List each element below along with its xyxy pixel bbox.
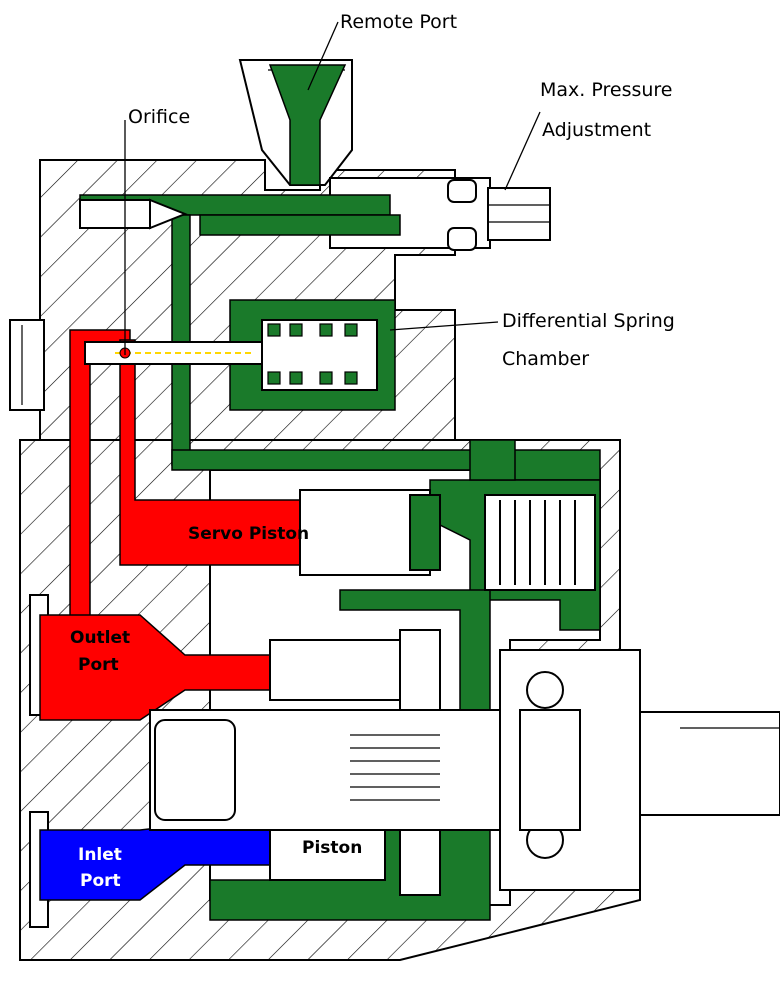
servo-piston [299, 489, 596, 591]
label-max-pressure-2: Adjustment [542, 119, 651, 141]
label-piston: Piston [302, 838, 362, 858]
label-servo-piston: Servo Piston [188, 524, 309, 544]
max-pressure-adjuster [329, 177, 551, 251]
label-max-pressure-1: Max. Pressure [540, 79, 673, 101]
label-remote-port: Remote Port [340, 11, 457, 33]
label-outlet-2: Port [78, 655, 119, 675]
label-inlet-1: Inlet [78, 845, 122, 865]
drive-shaft [149, 649, 780, 891]
label-diff-spring-2: Chamber [502, 348, 589, 370]
leader-lines [124, 21, 541, 355]
label-inlet-2: Port [80, 871, 121, 891]
label-diff-spring-1: Differential Spring [502, 310, 675, 332]
label-outlet-1: Outlet [70, 628, 130, 648]
label-orifice: Orifice [128, 106, 190, 128]
